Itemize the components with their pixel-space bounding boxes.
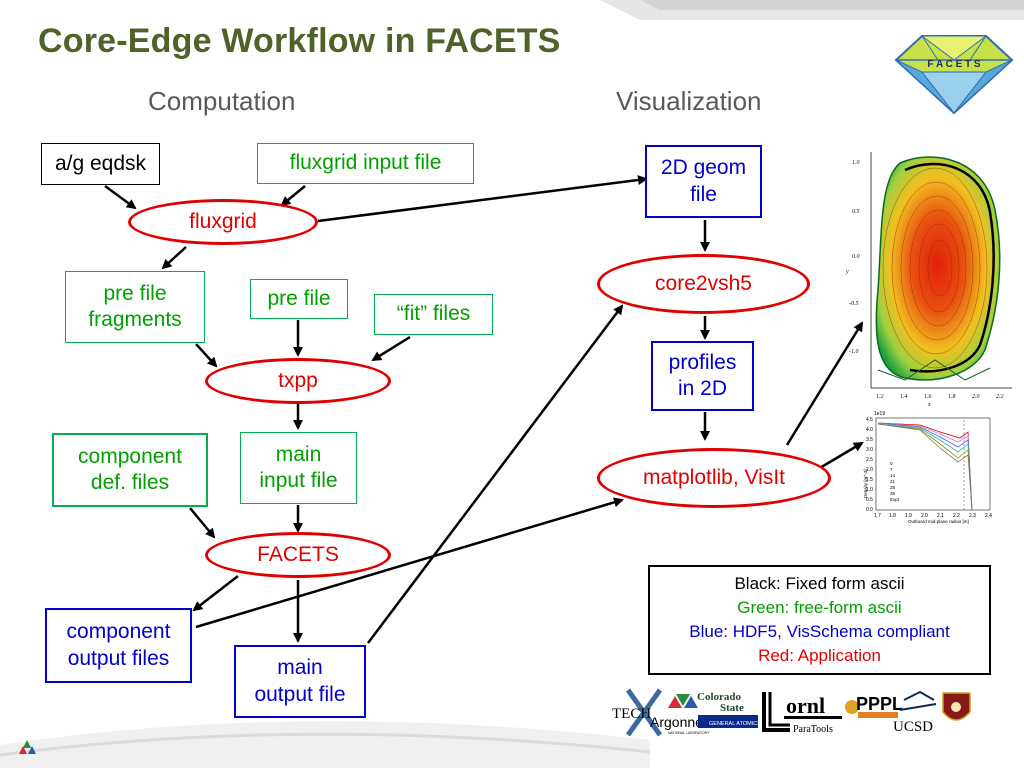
matplotlib-visit-node: matplotlib, VisIt xyxy=(597,448,831,508)
profiles-2d-box: profiles in 2D xyxy=(651,341,754,411)
visualization-heading: Visualization xyxy=(616,86,762,116)
legend-red: Red: Application xyxy=(758,646,881,665)
ag-eqdsk-box: a/g eqdsk xyxy=(41,143,160,185)
bottom-swoosh xyxy=(0,721,650,768)
fit-files-box: “fit” files xyxy=(374,294,493,335)
slide-title: Core-Edge Workflow in FACETS xyxy=(38,22,561,60)
facets-node: FACETS xyxy=(205,532,391,578)
legend-blue: Blue: HDF5, VisSchema compliant xyxy=(689,622,950,641)
txpp-node: txpp xyxy=(205,358,391,404)
geom-file-box: 2D geom file xyxy=(645,145,762,218)
legend-green: Green: free-form ascii xyxy=(737,598,902,617)
computation-heading: Computation xyxy=(148,86,296,116)
core2vsh5-node: core2vsh5 xyxy=(597,254,810,314)
pre-file-fragments-box: pre file fragments xyxy=(65,271,205,343)
component-output-files-box: component output files xyxy=(45,608,192,683)
pre-file-box: pre file xyxy=(250,279,348,319)
component-def-files-box: component def. files xyxy=(52,433,208,507)
fluxgrid-node: fluxgrid xyxy=(128,199,318,245)
color-legend: Black: Fixed form ascii Green: free-form… xyxy=(648,565,991,675)
main-output-file-box: main output file xyxy=(234,645,366,718)
main-input-file-box: main input file xyxy=(240,432,357,504)
legend-black: Black: Fixed form ascii xyxy=(734,574,905,593)
fluxgrid-input-file-box: fluxgrid input file xyxy=(257,143,474,184)
